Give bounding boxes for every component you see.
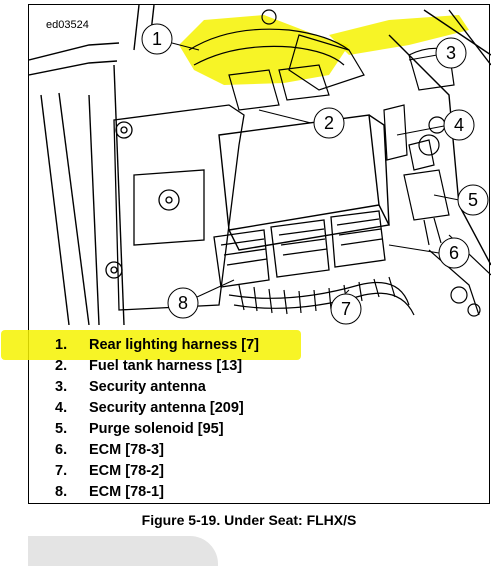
legend-text: Purge solenoid [95] [89,421,224,437]
leader-lines [171,42,460,298]
figure-id-tag: ed03524 [46,19,89,31]
legend-number: 3. [55,379,68,395]
harness-1-highlight-band [329,15,469,55]
legend-item: 1. Rear lighting harness [7] [55,335,259,356]
frame-rails [29,5,491,325]
ecm-body [218,114,391,251]
callout-6: 6 [438,237,470,269]
legend-text: ECM [78-1] [89,484,164,500]
callout-label: 7 [341,299,351,319]
under-seat-diagram: 1 2 3 4 5 6 7 8 [29,5,491,325]
callout-label: 8 [178,293,188,313]
legend-number: 5. [55,421,68,437]
callout-label: 5 [468,190,478,210]
callout-8: 8 [167,287,199,319]
legend-text: Security antenna [209] [89,400,244,416]
legend-item: 6. ECM [78-3] [55,440,259,461]
legend-number: 7. [55,463,68,479]
callout-label: 1 [152,29,162,49]
callout-7: 7 [330,293,362,325]
legend-item: 2. Fuel tank harness [13] [55,356,259,377]
legend-number: 6. [55,442,68,458]
ecm-connectors [213,210,386,288]
legend-number: 8. [55,484,68,500]
legend-number: 4. [55,400,68,416]
page-footer-tab [28,536,218,566]
harness-1-highlight [179,15,349,85]
figure-caption: Figure 5-19. Under Seat: FLHX/S [141,512,357,528]
callout-1: 1 [141,23,173,55]
callout-3: 3 [435,37,467,69]
legend-highlight [1,330,301,360]
callout-label: 4 [454,115,464,135]
callout-5: 5 [457,184,489,216]
callout-4: 4 [443,109,475,141]
right-components [383,47,491,317]
left-bracket [105,104,245,311]
legend-text: Fuel tank harness [13] [89,358,243,374]
legend-text: Security antenna [89,379,206,395]
callout-2: 2 [313,107,345,139]
legend-text: ECM [78-3] [89,442,164,458]
legend-text: ECM [78-2] [89,463,164,479]
bottom-harness [228,276,415,316]
legend-number: 1. [55,337,68,353]
callout-label: 2 [324,113,334,133]
legend-item: 7. ECM [78-2] [55,461,259,482]
callout-label: 3 [446,43,456,63]
figure-frame: 1 2 3 4 5 6 7 8 ed03524 [1,4,491,504]
legend-item: 5. Purge solenoid [95] [55,419,259,440]
legend-number: 2. [55,358,68,374]
top-harness [188,9,365,111]
legend-list: 1. Rear lighting harness [7] 2. Fuel tank … [55,335,259,503]
legend-text: Rear lighting harness [7] [89,337,260,353]
legend-item: 8. ECM [78-1] [55,482,259,503]
legend-item: 4. Security antenna [209] [55,398,259,419]
legend-item: 3. Security antenna [55,377,259,398]
callout-label: 6 [449,243,459,263]
